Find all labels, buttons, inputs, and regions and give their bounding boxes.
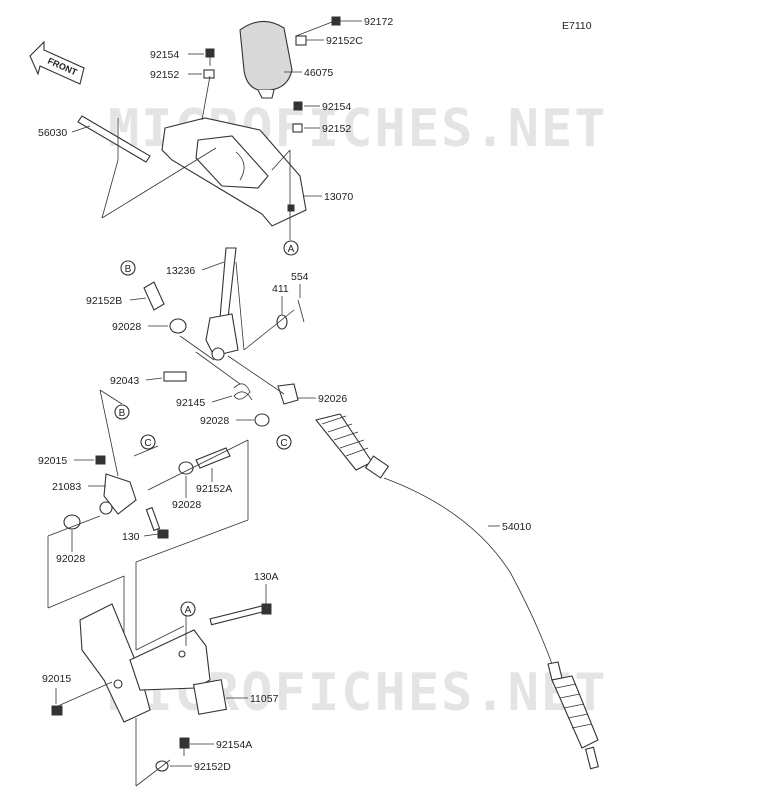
part-label: 92154 [150, 49, 179, 61]
collar-92152C-part [295, 35, 307, 46]
part-label: 92154A [216, 739, 252, 751]
part-label: 92028 [56, 553, 85, 565]
svg-text:C: C [144, 438, 151, 449]
ref-B-lower: B [114, 404, 130, 420]
nut-92015-lower [51, 705, 63, 716]
bushing-92028-upper [169, 318, 187, 334]
bushing-92152B-part [143, 281, 165, 311]
part-label: 130 [122, 531, 140, 543]
clip-92026-part [277, 383, 299, 405]
part-label: 92152B [86, 295, 122, 307]
washer-411-part [276, 314, 288, 330]
shift-cable-part [315, 413, 599, 770]
part-label: 92026 [318, 393, 347, 405]
pin-92152A-part [195, 447, 231, 469]
svg-text:A: A [288, 244, 295, 255]
ref-B-upper: B [120, 260, 136, 276]
part-label: 92152C [326, 35, 363, 47]
ref-A-upper: A [283, 240, 299, 256]
svg-text:A: A [185, 605, 192, 616]
cotter-pin-554-part [297, 299, 305, 323]
svg-text:B: B [125, 264, 132, 275]
part-label: 411 [272, 283, 289, 295]
part-label: 92145 [176, 397, 205, 409]
spring-92145-part [233, 383, 253, 401]
part-label: 92152 [322, 123, 351, 135]
shift-knob-part [239, 20, 293, 99]
part-label: 92015 [38, 455, 67, 467]
part-label: 92152D [194, 761, 231, 773]
bushing-92028-lower-right [178, 461, 194, 475]
part-label: 21083 [52, 481, 81, 493]
part-label: 92043 [110, 375, 139, 387]
part-label: 46075 [304, 67, 333, 79]
bracket-21083-part [99, 473, 137, 515]
bushing-92028-middle [254, 413, 270, 427]
diagram-code: E7110 [562, 20, 592, 32]
part-label: 92028 [112, 321, 141, 333]
part-label: 130A [254, 571, 279, 583]
mount-bracket-part [79, 603, 228, 723]
bolt-92154-right [293, 101, 303, 111]
part-label: 92028 [200, 415, 229, 427]
screw-92172-part [295, 16, 341, 37]
shift-lever-part [205, 247, 239, 361]
svg-text:B: B [119, 408, 126, 419]
part-label: 11057 [250, 693, 279, 705]
svg-text:C: C [280, 438, 287, 449]
bolt-92154A-part [179, 737, 190, 756]
washer-92152-right [292, 123, 303, 133]
part-label: 56030 [38, 127, 67, 139]
bolt-130-part [145, 506, 169, 539]
bolt-130A-part [209, 603, 272, 626]
part-label: 92172 [364, 16, 393, 28]
nut-92015-upper [95, 455, 106, 465]
washer-92152-upper-left [203, 69, 215, 79]
front-arrow-icon: FRONT [29, 40, 85, 85]
ref-C-lower: C [140, 434, 156, 450]
part-label: 92154 [322, 101, 351, 113]
ref-C-middle: C [276, 434, 292, 450]
part-label: 13070 [324, 191, 353, 203]
ref-A-lower: A [180, 601, 196, 617]
part-label: 92028 [172, 499, 201, 511]
part-label: 554 [291, 271, 309, 283]
pin-92043-part [163, 371, 187, 382]
part-label: 54010 [502, 521, 531, 533]
plate-56030-part [77, 115, 151, 163]
part-label: 92152 [150, 69, 179, 81]
bolt-92154-upper-left [205, 48, 215, 66]
part-label: 13236 [166, 265, 195, 277]
part-label: 92015 [42, 673, 71, 685]
part-label: 92152A [196, 483, 232, 495]
